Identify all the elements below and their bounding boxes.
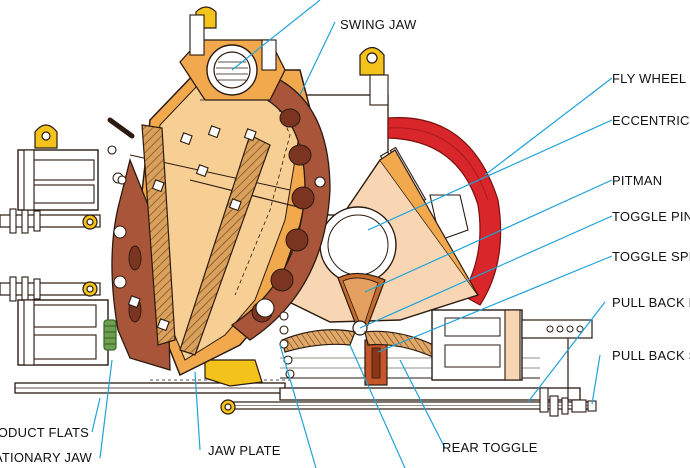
left-bolt-assembly bbox=[0, 149, 117, 366]
label-swing-jaw: SWING JAW bbox=[340, 17, 417, 32]
label-stationary-jaw: STATIONARY JAW bbox=[0, 450, 93, 465]
label-fly-wheel: FLY WHEEL bbox=[612, 71, 686, 86]
lifting-lugs bbox=[34, 6, 385, 415]
label-toggle-pin: TOGGLE PIN bbox=[612, 209, 690, 224]
jaw-plates bbox=[107, 117, 271, 356]
label-jaw-plate: JAW PLATE bbox=[208, 443, 281, 458]
toggle-assembly bbox=[281, 272, 441, 386]
label-product-flats: PRODUCT FLATS bbox=[0, 425, 89, 440]
housing-bolts bbox=[107, 125, 326, 379]
label-pull-back-spring: PULL BACK SPRING bbox=[612, 348, 690, 363]
toggle-block bbox=[431, 309, 593, 400]
pull-back-rod bbox=[224, 387, 597, 417]
label-toggle-spring: TOGGLE SPRING bbox=[612, 249, 690, 264]
pitman bbox=[283, 149, 480, 323]
label-rear-toggle: REAR TOGGLE bbox=[442, 440, 538, 455]
label-eccentric: ECCENTRIC bbox=[612, 113, 690, 128]
base-frame bbox=[14, 357, 581, 401]
leader-lines bbox=[91, 0, 613, 468]
label-pitman: PITMAN bbox=[612, 173, 662, 188]
label-pull-back-rod: PULL BACK ROD bbox=[612, 295, 690, 310]
